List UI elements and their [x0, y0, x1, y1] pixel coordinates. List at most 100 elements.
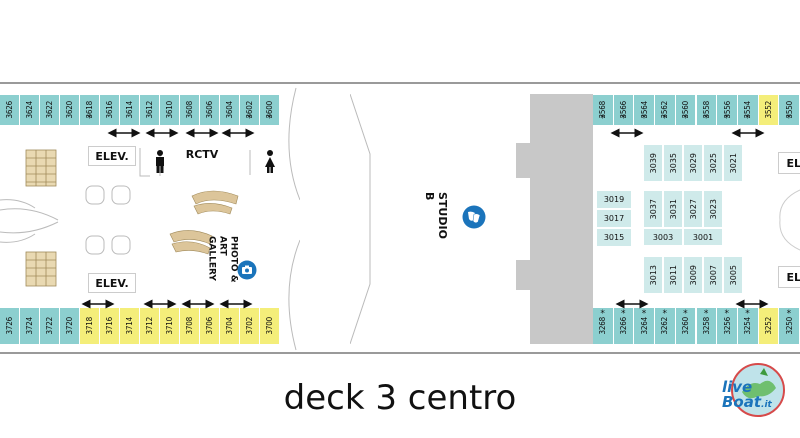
cabin-3602: 3602: [240, 95, 260, 125]
cabin-3552: 3552: [758, 95, 780, 125]
cabin-3260: 3260: [675, 308, 697, 344]
accessible-star: *: [683, 309, 688, 319]
cabin-3726: 3726: [0, 308, 20, 344]
studio-b-text: STUDIO B: [423, 192, 449, 239]
cabin-3264: 3264: [634, 308, 656, 344]
cabin-number: 3007: [708, 264, 718, 286]
cabin-3035: 3035: [663, 144, 683, 182]
cabin-number: 3017: [603, 214, 625, 223]
cabin-3015: 3015: [596, 228, 632, 247]
cabin-number: 3021: [728, 152, 738, 174]
cabin-3266: 3266: [613, 308, 635, 344]
cabin-number: 3013: [648, 264, 658, 286]
cabin-3564: 3564: [634, 95, 656, 125]
liveboat-logo: live Boat.it: [718, 358, 798, 430]
cabin-3562: 3562: [655, 95, 676, 125]
cabin-number: 3039: [648, 152, 658, 174]
cabin-3704: 3704: [220, 308, 240, 344]
cabin-3722: 3722: [40, 308, 60, 344]
hull-top-line: [0, 82, 800, 84]
cabin-3626: 3626: [0, 95, 20, 125]
cabin-3622: 3622: [40, 95, 60, 125]
cabin-3013: 3013: [643, 256, 663, 294]
cabin-3560: 3560: [675, 95, 697, 125]
accessible-star: *: [786, 309, 792, 319]
women-restroom-icon: [265, 150, 275, 173]
curved-seating-bottom: [169, 230, 213, 255]
cabin-3019: 3019: [596, 190, 632, 209]
cabin-number: 3003: [652, 232, 674, 242]
gallery-label: PHOTO & ART GALLERY: [206, 236, 239, 292]
deck-caption: deck 3 centro: [283, 378, 517, 418]
cabin-3604: 3604: [220, 95, 240, 125]
cabin-3023: 3023: [703, 190, 723, 228]
cabin-3606: 3606: [200, 95, 220, 125]
cabin-number: 3023: [708, 198, 718, 220]
gallery-text: PHOTO & ART GALLERY: [206, 236, 239, 283]
accessible-star: *: [703, 309, 709, 319]
logo-text-1: live: [722, 378, 753, 396]
accessible-star: *: [703, 114, 709, 124]
elevator-top-label: ELEV.: [88, 146, 136, 166]
globe-icon: [731, 363, 785, 417]
stair-bottom: [25, 251, 57, 287]
cabin-number: 3011: [668, 264, 678, 286]
cabin-number: 3009: [688, 264, 698, 286]
cabin-3252: 3252: [758, 308, 780, 344]
cabin-3708: 3708: [180, 308, 200, 344]
cabin-3250: 3250: [779, 308, 800, 344]
cabin-3268: 3268: [593, 308, 614, 344]
cabin-3027: 3027: [683, 190, 703, 228]
cabin-3039: 3039: [643, 144, 663, 182]
cabin-3254: 3254: [737, 308, 759, 344]
accessible-star: *: [745, 309, 750, 319]
studio-outline: [350, 94, 371, 344]
studio-b-area: [350, 94, 530, 344]
cabin-number: 3019: [603, 195, 625, 204]
cabin-3614: 3614: [120, 95, 140, 125]
cabin-3558: 3558: [696, 95, 718, 125]
cabin-3620: 3620: [60, 95, 80, 125]
cabin-3724: 3724: [20, 308, 40, 344]
accessible-star: *: [247, 114, 252, 124]
theater-masks-icon: [462, 205, 486, 229]
cabin-3025: 3025: [703, 144, 723, 182]
cabin-3712: 3712: [140, 308, 160, 344]
elevator-right-top-label: EL: [778, 152, 800, 174]
cabin-3029: 3029: [683, 144, 703, 182]
stair-top: [25, 149, 57, 187]
cabin-3610: 3610: [160, 95, 180, 125]
accessible-star: *: [786, 114, 792, 124]
arrow-group: [81, 128, 769, 309]
accessible-star: *: [621, 114, 626, 124]
accessible-star: *: [600, 309, 605, 319]
curved-seating-top: [191, 190, 239, 215]
cabin-3262: 3262: [655, 308, 676, 344]
cabin-3612: 3612: [140, 95, 160, 125]
cabin-3618: 3618: [80, 95, 100, 125]
accessible-star: *: [662, 309, 667, 319]
cabin-3720: 3720: [60, 308, 80, 344]
accessible-star: *: [641, 114, 647, 124]
cabin-number: 3025: [708, 152, 718, 174]
cabin-number: 3031: [668, 198, 678, 220]
cabin-3007: 3007: [703, 256, 723, 294]
elevator-right-bottom-label: EL: [778, 266, 800, 288]
cabin-number: 3037: [648, 198, 658, 220]
cabin-number: 3015: [603, 233, 625, 242]
cabin-3258: 3258: [696, 308, 718, 344]
cabin-3714: 3714: [120, 308, 140, 344]
cabin-3616: 3616: [100, 95, 120, 125]
accessible-star: *: [724, 114, 730, 124]
cabin-3003: 3003: [643, 228, 683, 246]
accessible-star: *: [641, 309, 647, 319]
logo-text-2: Boat: [722, 393, 762, 411]
camera-icon: [237, 260, 257, 280]
cabin-3021: 3021: [723, 144, 743, 182]
cabin-3608: 3608: [180, 95, 200, 125]
cabin-3600: 3600: [260, 95, 280, 125]
accessible-star: *: [621, 309, 626, 319]
accessible-star: *: [87, 114, 92, 124]
cabin-number: 3027: [688, 198, 698, 220]
cabin-3037: 3037: [643, 190, 663, 228]
